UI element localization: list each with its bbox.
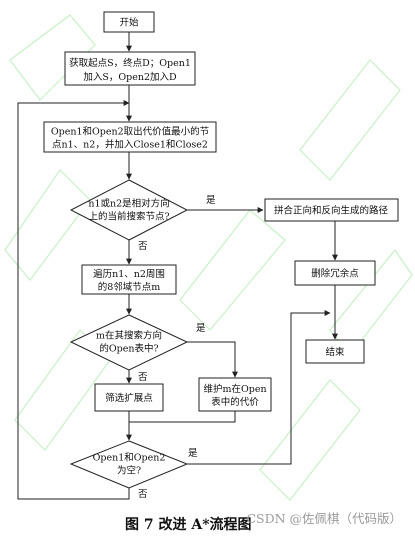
- node-start-line-1: 开始: [119, 17, 139, 29]
- edge-label-check-empty-yes: 是: [188, 448, 198, 459]
- edge-check-empty-no: [17, 100, 130, 500]
- source-credit: CSDN @佐佩棋（代码版）: [246, 511, 402, 526]
- edge-label-check-n-yes: 是: [206, 195, 216, 206]
- node-check-n-line-2: 上的当前搜索节点?: [88, 211, 169, 223]
- watermark-pattern: [4, 14, 413, 501]
- node-init-line-2: 加入S，Open2加入D: [83, 72, 177, 83]
- node-end-line-1: 结束: [325, 346, 345, 358]
- node-check-empty-line-2: 为空?: [117, 465, 141, 477]
- node-check-n-line-1: n1或n2是相对方向: [88, 198, 169, 210]
- edge-label-check-empty-no: 否: [138, 489, 148, 500]
- edge-merge-join: [128, 411, 236, 423]
- edges: [17, 32, 338, 500]
- node-filter-line-1: 筛选扩展点: [105, 392, 153, 404]
- node-merge-path-line-1: 拼合正向和反向生成的路径: [274, 205, 389, 217]
- node-delete-redundant: 删除冗余点: [294, 260, 376, 286]
- node-maintain: 维护m在Open 表中的代价: [198, 377, 272, 412]
- node-traverse: 遍历n1、n2周围 的8邻域节点m: [81, 264, 177, 295]
- node-traverse-line-1: 遍历n1、n2周围: [93, 268, 165, 280]
- node-init: 获取起点S，终点D；Open1 加入S，Open2加入D: [64, 51, 196, 86]
- node-delete-redundant-line-1: 删除冗余点: [311, 268, 359, 280]
- node-check-m: m在其搜索方向 的Open表中?: [69, 314, 189, 371]
- edge-check-m-yes: [187, 341, 238, 378]
- node-merge-path: 拼合正向和反向生成的路径: [264, 198, 399, 222]
- node-check-m-line-1: m在其搜索方向: [96, 330, 162, 342]
- node-check-m-line-2: 的Open表中?: [99, 343, 158, 355]
- edge-label-check-m-yes: 是: [196, 323, 206, 334]
- figure-caption: 图 7 改进 A*流程图: [125, 516, 252, 533]
- node-end: 结束: [305, 339, 365, 364]
- node-maintain-line-2: 表中的代价: [211, 396, 259, 408]
- node-check-empty-line-1: Open1和Open2: [93, 453, 166, 464]
- edge-label-check-m-no: 否: [138, 372, 148, 383]
- node-select-line-2: 点n1、n2，并加入Close1和Close2: [52, 139, 208, 151]
- node-check-empty: Open1和Open2 为空?: [69, 440, 189, 489]
- edge-check-empty-yes: [187, 310, 331, 465]
- node-check-n: n1或n2是相对方向 上的当前搜索节点?: [69, 179, 189, 241]
- node-init-line-1: 获取起点S，终点D；Open1: [69, 57, 191, 69]
- edge-label-check-n-no: 否: [138, 241, 148, 252]
- node-start: 开始: [103, 11, 155, 33]
- node-select-line-1: Open1和Open2取出代价值最小的节: [51, 126, 209, 138]
- node-filter: 筛选扩展点: [94, 383, 164, 412]
- node-maintain-line-1: 维护m在Open: [203, 383, 266, 395]
- node-select: Open1和Open2取出代价值最小的节 点n1、n2，并加入Close1和Cl…: [43, 121, 217, 153]
- node-traverse-line-2: 的8邻域节点m: [98, 281, 161, 293]
